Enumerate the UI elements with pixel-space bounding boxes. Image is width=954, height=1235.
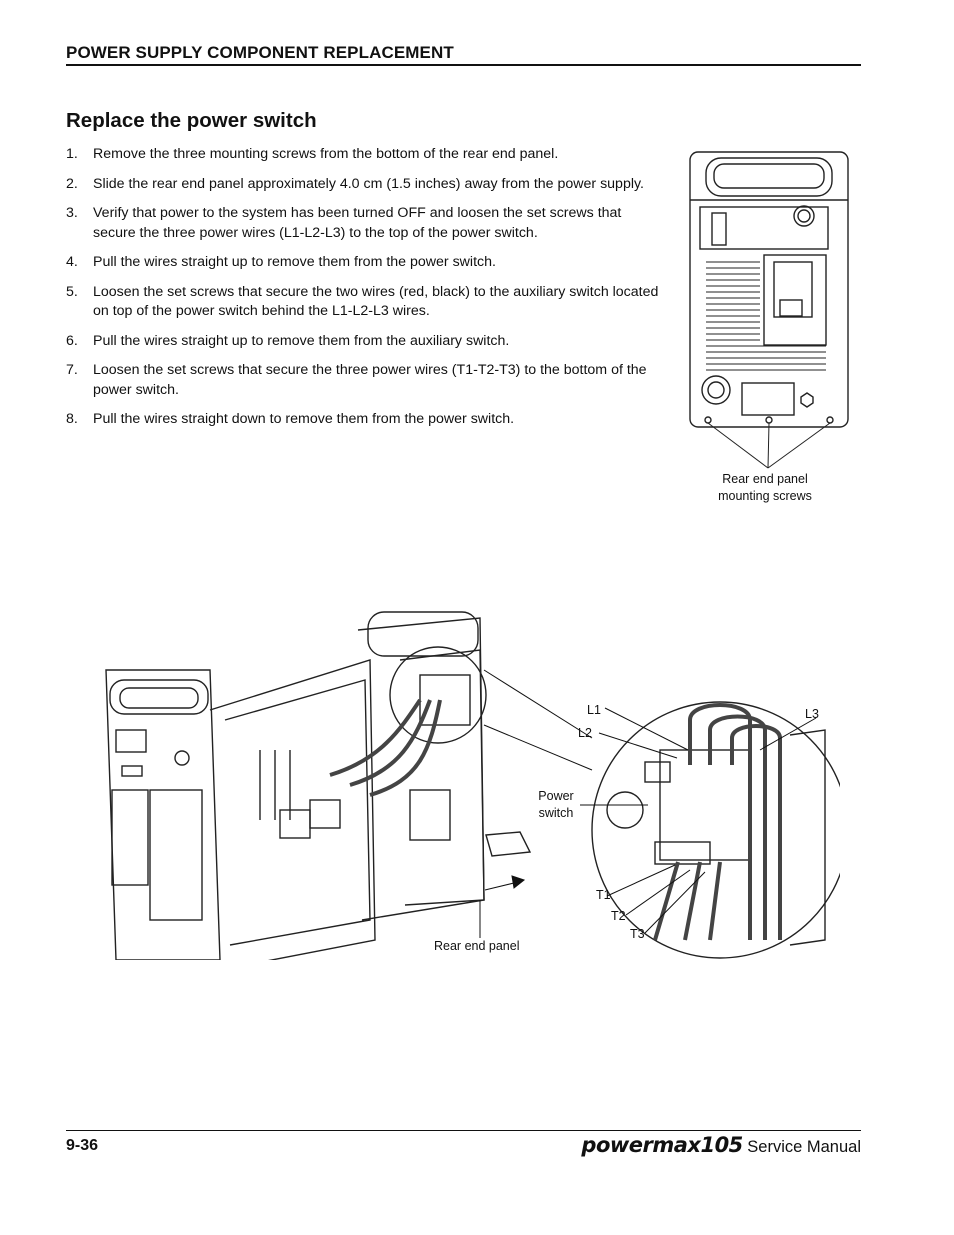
step-item: 5.Loosen the set screws that secure the … (66, 283, 659, 320)
label-L1: L1 (587, 703, 601, 717)
step-item: 8.Pull the wires straight down to remove… (66, 411, 515, 427)
label-L3: L3 (805, 707, 819, 721)
step-item: 6.Pull the wires straight up to remove t… (66, 332, 510, 349)
label-T1: T1 (596, 888, 611, 902)
step-item: 7.Loosen the set screws that secure the … (66, 362, 647, 398)
page-title: Replace the power switch (66, 109, 317, 132)
step-item: 4.Pull the wires straight up to remove t… (66, 254, 496, 270)
label-L2: L2 (578, 726, 592, 740)
step-item: 2.Slide the rear end panel approximately… (66, 175, 644, 192)
page-number: 9-36 (66, 1137, 99, 1154)
step-item: 1.Remove the three mounting screws from … (66, 146, 559, 162)
procedure-steps: 1.Remove the three mounting screws from … (66, 145, 661, 440)
footer-brand: powermax105 Service Manual (581, 1133, 861, 1157)
footer-divider (66, 1130, 861, 1131)
power-supply-illustration (105, 611, 840, 960)
header-divider (66, 64, 861, 66)
brand-logo: powermax105 (581, 1133, 743, 1157)
manual-label: Service Manual (747, 1138, 861, 1156)
step-item: 3.Verify that power to the system has be… (66, 205, 622, 241)
label-T2: T2 (611, 909, 626, 923)
label-rear-end-panel: Rear end panel (434, 939, 520, 953)
label-T3: T3 (630, 927, 645, 941)
section-header: POWER SUPPLY COMPONENT REPLACEMENT (66, 43, 454, 62)
rear-panel-illustration (689, 151, 849, 469)
